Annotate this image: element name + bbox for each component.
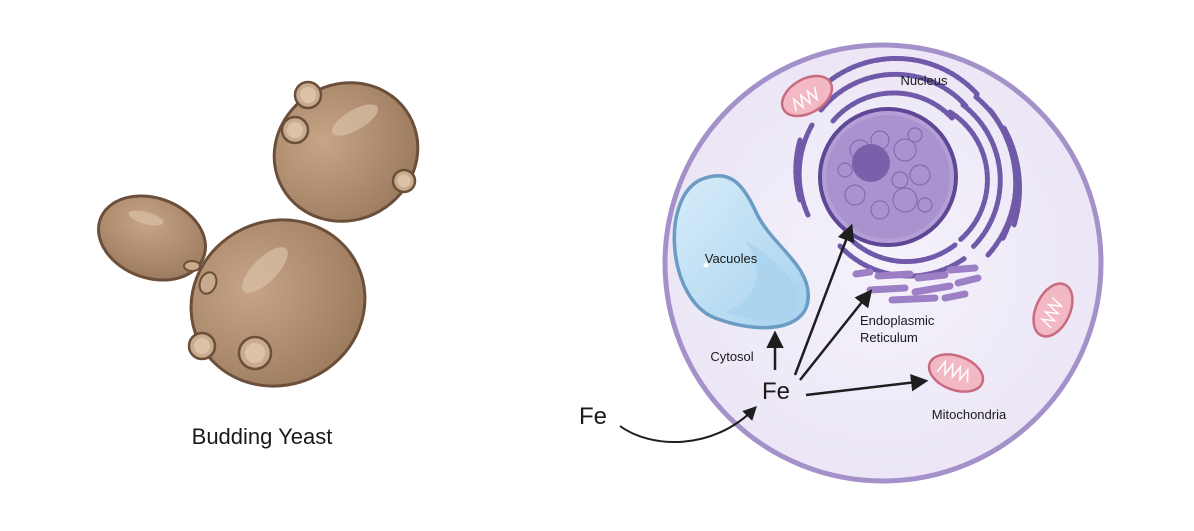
fe-inside-label: Fe bbox=[762, 378, 790, 405]
arrow-to-nucleus bbox=[793, 223, 855, 376]
mitochondrion-right bbox=[1032, 282, 1074, 338]
nucleus-label: Nucleus bbox=[901, 73, 948, 88]
smooth-er bbox=[852, 264, 982, 304]
arrow-to-er bbox=[799, 289, 873, 381]
nucleus bbox=[818, 107, 958, 247]
er-label-line2: Reticulum bbox=[860, 330, 918, 345]
vacuoles-label: Vacuoles bbox=[705, 251, 758, 266]
mitochondrion-top bbox=[780, 74, 834, 118]
cell-membrane bbox=[662, 42, 1104, 484]
yeast-bud-small bbox=[97, 194, 207, 282]
arrow-uptake bbox=[619, 405, 757, 444]
budding-yeast-caption: Budding Yeast bbox=[192, 424, 333, 449]
budding-yeast-illustration: Budding Yeast bbox=[97, 80, 420, 449]
yeast-cell-top bbox=[272, 80, 420, 223]
mitochondria-label: Mitochondria bbox=[932, 407, 1007, 422]
mitochondrion-bottom bbox=[927, 353, 985, 393]
iron-arrows bbox=[766, 223, 929, 397]
yeast-cell-large bbox=[187, 218, 367, 388]
nucleolus bbox=[852, 144, 890, 182]
er-label-line1: Endoplasmic bbox=[860, 313, 935, 328]
cytosol-label: Cytosol bbox=[710, 349, 753, 364]
vacuole bbox=[672, 174, 810, 330]
cell-diagram: Nucleus Vacuoles Cytosol Endoplasmic Ret… bbox=[662, 42, 1104, 484]
arrow-to-mitochondria bbox=[805, 373, 929, 397]
fe-outside-label: Fe bbox=[579, 403, 607, 430]
